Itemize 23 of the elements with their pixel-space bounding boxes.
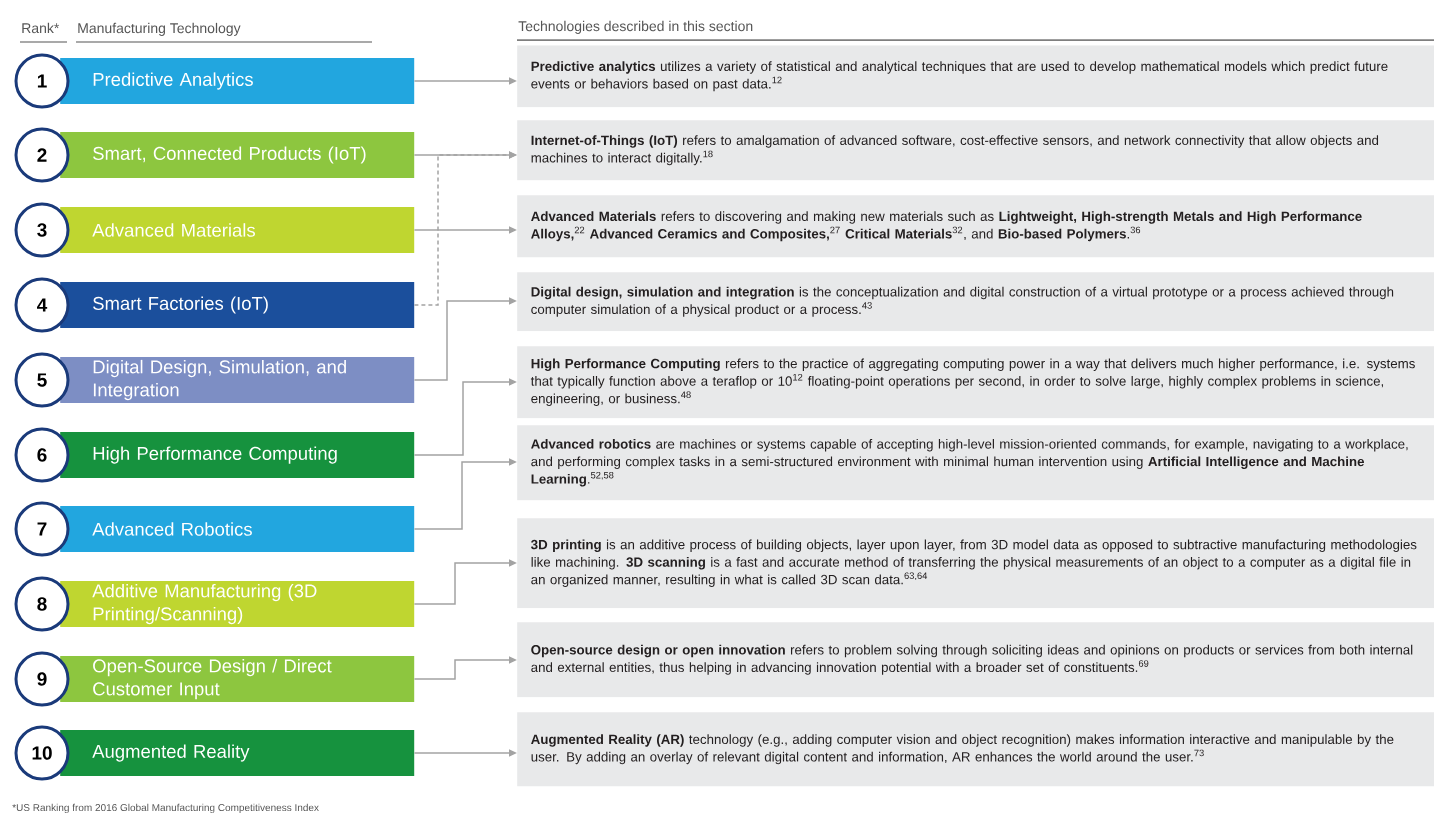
- technology-bar: Augmented Reality: [60, 730, 415, 776]
- node-label: 10: [32, 746, 52, 760]
- technology-bar: Additive Manufacturing (3D Printing/Scanning): [60, 581, 415, 627]
- technology-bar: Advanced Robotics: [60, 506, 415, 552]
- technology-bar: Advanced Materials: [60, 207, 415, 253]
- description-box: Open-source design or open innovation refers to problem solving through soliciting ideas and opinions on products or services from both internal and external entities, thus helping in advancing innovation potential with a broader set of constituents.$^{69}$: [517, 622, 1434, 698]
- technology-bar: Smart, Connected Products (IoT): [60, 132, 415, 178]
- footnote: *US Ranking from 2016 Global Manufacturing Competitiveness Index: [12, 803, 319, 814]
- description-box: 3D printing is an additive process of building objects, layer upon layer, from 3D model data as opposed to subtractive manufacturing methodologies like machining. 3D scanning is a fast and accurate method of transferring the physical measurements of an object to a computer as a digital file in an organized manner, resulting in what is called 3D scan data.$^{63,64}$: [517, 518, 1434, 609]
- description-box: High Performance Computing refers to the practice of aggregating computing power in a way that delivers much higher performance, i.e. systems that typically function above a teraflop or 10$^{12}$ floating-point operations per second, in order to solve large, highly complex problems in science, engineering, or business.$^{48}$: [517, 346, 1434, 419]
- technology-bar: Open-Source Design / Direct Customer Input: [60, 656, 415, 702]
- technology-bar: Predictive Analytics: [60, 58, 415, 104]
- technology-bar: Digital Design, Simulation, and Integration: [60, 357, 415, 403]
- description-box: Internet-of-Things (IoT) refers to amalgamation of advanced software, cost-effective sensors, and network connectivity that allow objects and machines to interact digitally.$^{18}$: [517, 120, 1434, 181]
- description-box: Predictive analytics utilizes a variety of statistical and analytical techniques that are used to develop mathematical models which predict future events or behaviors based on past data.$^{12}$: [517, 45, 1434, 108]
- column-heading: Manufacturing Technology: [78, 22, 241, 36]
- description-box: Augmented Reality (AR) technology (e.g., adding computer vision and object recognition) makes information interactive and manipulable by the user. By adding an overlay of relevant digital content and information, AR enhances the world around the user.$^{73}$: [517, 712, 1434, 787]
- technology-bar: High Performance Computing: [60, 432, 415, 478]
- description-box: Advanced Materials refers to discovering and making new materials such as Lightweight, High-strength Metals and High Performance Alloys,$^{22}$ Advanced Ceramics and Composites,$^{27}$ Critical Materials$^{32}$, and Bio-based Polymers.$^{36}$: [517, 195, 1434, 258]
- technology-bar: Smart Factories (IoT): [60, 282, 415, 328]
- column-heading: Rank*: [22, 22, 60, 34]
- description-box: Digital design, simulation and integration is the conceptualization and digital construction of a virtual prototype or a process achieved through computer simulation of a physical product or a process.$^{43}$: [517, 272, 1434, 332]
- description-box: Advanced robotics are machines or systems capable of accepting high-level mission-oriented commands, for example, navigating to a workplace, and performing complex tasks in a semi-structured environment with minimal human intervention using Artificial Intelligence and Machine Learning.$^{52,58}$: [517, 425, 1434, 501]
